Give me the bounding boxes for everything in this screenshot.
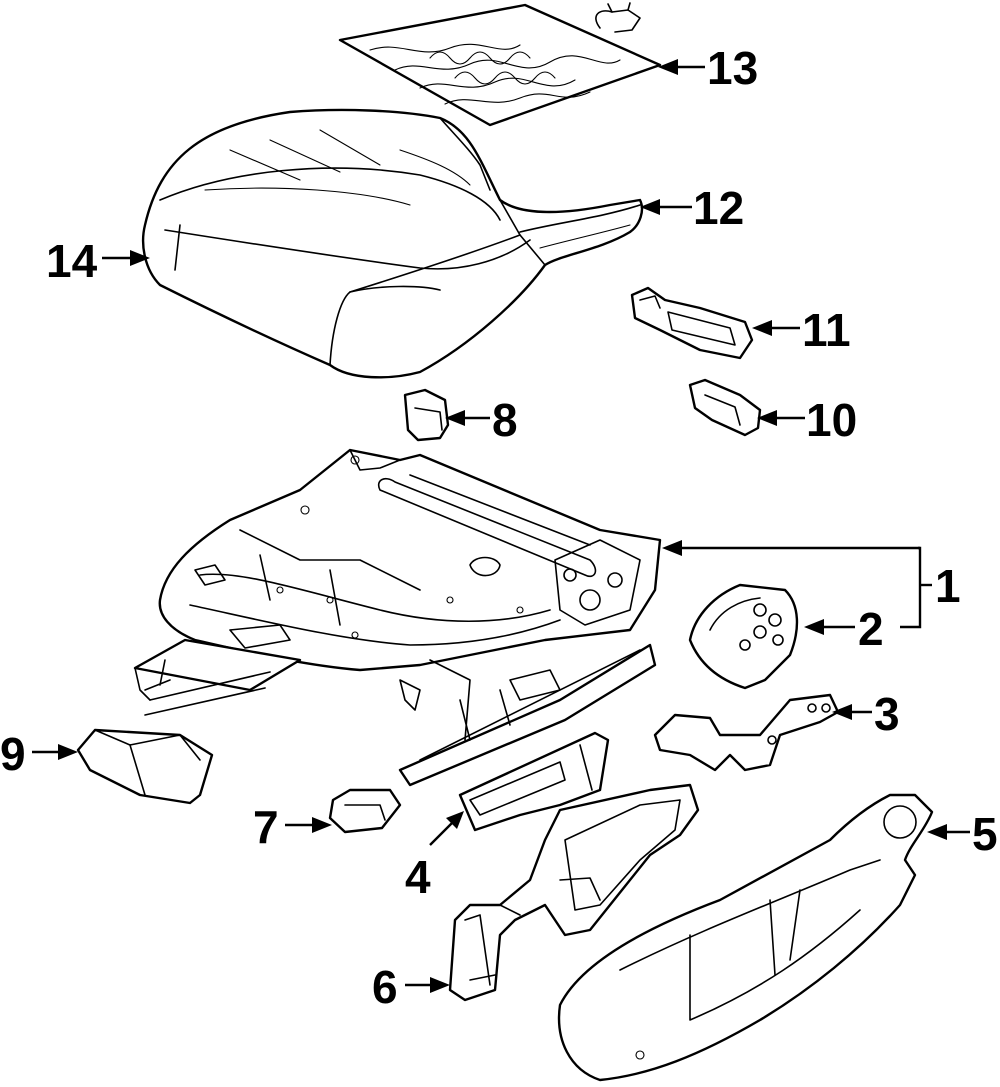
callout-13: 13 [707, 42, 758, 94]
callout-10: 10 [806, 394, 857, 446]
callout-7: 7 [253, 801, 279, 853]
callout-14: 14 [46, 235, 98, 287]
leader-lines [32, 59, 970, 993]
callout-12: 12 [693, 182, 744, 234]
part-7-clip [328, 788, 402, 834]
part-8-bracket [403, 388, 450, 442]
part-12-cushion-cover-rear [499, 199, 641, 266]
part-4-side-trim [458, 731, 610, 832]
callout-labels: 13 12 14 11 10 8 1 2 3 9 7 4 5 6 [0, 42, 998, 1013]
part-5-outer-shield [557, 793, 934, 1082]
callout-6: 6 [372, 961, 398, 1013]
part-14-seat-cushion [141, 108, 644, 379]
callout-8: 8 [492, 394, 518, 446]
callout-4: 4 [405, 851, 431, 903]
callout-1: 1 [935, 560, 961, 612]
callout-11: 11 [802, 304, 851, 356]
part-6-inner-shield [448, 783, 700, 1002]
part-9-trim-cover [76, 728, 214, 805]
callout-9: 9 [0, 728, 26, 780]
part-3-bracket [653, 693, 840, 772]
callout-3: 3 [874, 688, 900, 740]
callout-5: 5 [972, 808, 998, 860]
part-1-seat-frame [133, 448, 662, 787]
part-13-heater-pad [338, 2, 662, 127]
part-11-switch-bezel [630, 286, 754, 360]
callout-2: 2 [858, 603, 884, 655]
part-10-switch [688, 378, 762, 437]
part-2-motor [688, 583, 799, 690]
